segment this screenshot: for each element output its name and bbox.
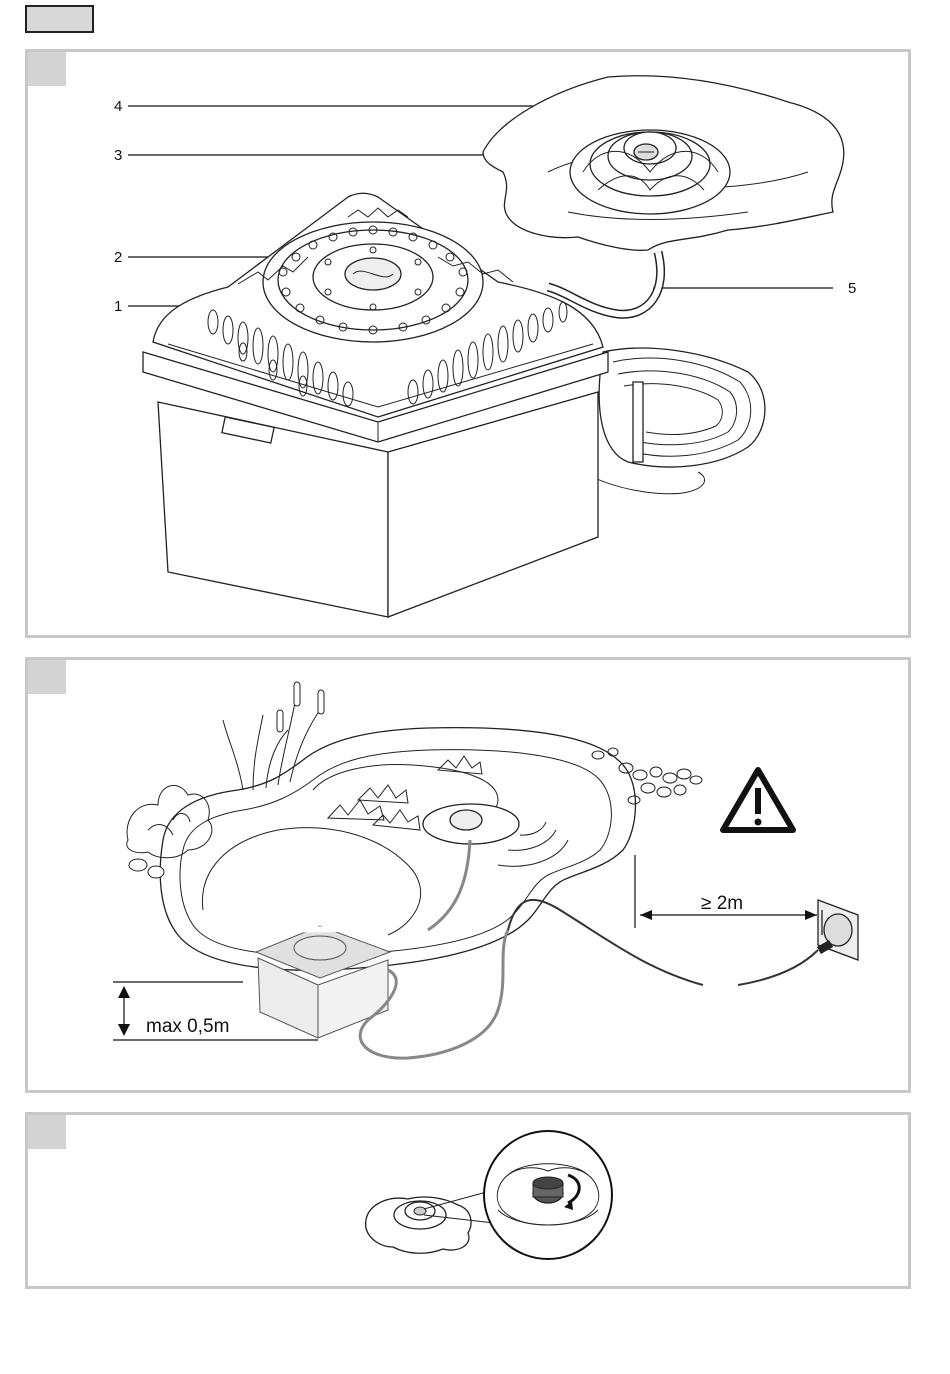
- power-cable: [508, 900, 703, 985]
- header-tab-box: [25, 5, 94, 33]
- depth-label: max 0,5m: [146, 1016, 229, 1037]
- figure-panel-1: 4 3 2 1 5: [25, 49, 911, 638]
- power-socket-icon: [817, 900, 858, 960]
- adjustment-illustration: [28, 1115, 908, 1286]
- product-parts-illustration: 4 3 2 1 5: [28, 52, 908, 635]
- callout-3: 3: [114, 147, 122, 164]
- pond-installation-illustration: ≥ 2m max 0,5m: [28, 660, 908, 1090]
- figure-panel-3: [25, 1112, 911, 1289]
- figure-panel-2: ≥ 2m max 0,5m: [25, 657, 911, 1093]
- lily-pad-illustration: [483, 76, 844, 251]
- callout-2: 2: [114, 249, 122, 266]
- warning-triangle-icon: [723, 770, 793, 830]
- distance-label: ≥ 2m: [701, 893, 743, 914]
- small-lily-illustration: [366, 1197, 471, 1253]
- callout-4: 4: [114, 98, 122, 115]
- coiled-cable-illustration: [583, 348, 765, 494]
- callout-1: 1: [114, 298, 122, 315]
- callout-5: 5: [848, 280, 856, 297]
- magnified-detail-circle: [484, 1131, 612, 1259]
